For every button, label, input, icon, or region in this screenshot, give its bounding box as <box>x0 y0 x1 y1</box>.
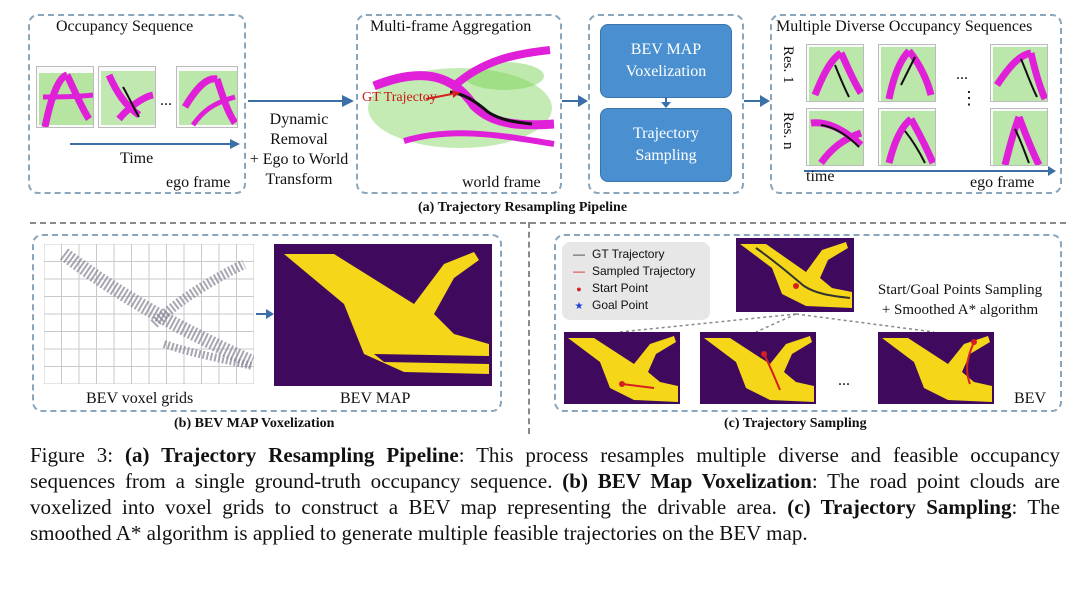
start-point-icon: ● <box>576 284 582 294</box>
occupancy-thumb-1 <box>36 66 94 128</box>
diverse-thumb-rn-3 <box>990 108 1048 166</box>
aggregated-map <box>368 46 555 148</box>
sampling-ellipsis: ... <box>838 372 850 389</box>
vertical-divider <box>528 222 530 434</box>
horizontal-divider <box>30 222 1066 224</box>
sampled-line-icon: — <box>573 264 585 278</box>
occupancy-thumb-2 <box>98 66 156 128</box>
world-frame-label: world frame <box>462 174 541 191</box>
occupancy-sequence-title: Occupancy Sequence <box>56 18 194 35</box>
diverse-time-label: time <box>806 168 835 185</box>
legend-goal-point: ★Goal Point <box>570 297 702 314</box>
diverse-ellipsis: ... <box>956 66 968 83</box>
sampling-bev-3 <box>878 332 994 404</box>
time-label: Time <box>120 150 154 167</box>
sampling-method-text: Start/Goal Points Sampling + Smoothed A*… <box>877 282 1043 318</box>
diverse-vertical-ellipsis: ⋮ <box>960 88 978 108</box>
diverse-thumb-r1-1 <box>806 44 864 102</box>
diverse-thumb-rn-2 <box>878 108 936 166</box>
figure-caption: Figure 3: (a) Trajectory Resampling Pipe… <box>30 443 1060 545</box>
diverse-sequences-panel <box>770 14 1062 194</box>
bev-map-label: BEV MAP <box>340 390 411 407</box>
arrow-to-diverse <box>744 95 770 107</box>
aggregation-title: Multi-frame Aggregation <box>370 18 532 35</box>
diverse-thumb-rn-1 <box>806 108 864 166</box>
pipeline-caption: (a) Trajectory Resampling Pipeline <box>418 200 628 215</box>
trajectory-legend: —GT Trajectory —Sampled Trajectory ●Star… <box>562 242 710 320</box>
bev-label: BEV <box>1014 390 1046 407</box>
diverse-thumb-r1-3 <box>990 44 1048 102</box>
time-arrow <box>70 139 240 149</box>
trajectory-sampling-panel <box>554 234 1062 412</box>
aggregation-panel <box>356 14 562 194</box>
gt-trajectory-label: GT Trajectoy <box>362 90 437 105</box>
process-panel <box>588 14 744 194</box>
occupancy-thumb-3 <box>176 66 238 128</box>
res-n-label: Res. n <box>780 112 796 150</box>
bev-voxel-grid <box>44 244 254 384</box>
sampling-bev-2 <box>700 332 816 404</box>
ego-frame-label: ego frame <box>166 174 231 191</box>
goal-point-icon: ★ <box>574 301 584 312</box>
res-1-label: Res. 1 <box>780 46 796 84</box>
occupancy-sequence-panel <box>28 14 246 194</box>
sampling-caption: (c) Trajectory Sampling <box>724 416 867 431</box>
sampling-bev-top <box>736 238 854 312</box>
voxelization-caption: (b) BEV MAP Voxelization <box>174 416 335 431</box>
gt-line-icon: — <box>573 247 585 261</box>
voxelization-panel <box>32 234 502 412</box>
sampling-bev-1 <box>564 332 680 404</box>
transform-arrow <box>248 95 354 107</box>
occupancy-ellipsis: ... <box>160 92 172 109</box>
diverse-thumb-r1-2 <box>878 44 936 102</box>
transform-text: Dynamic Removal + Ego to World Transform <box>249 111 349 188</box>
legend-gt-trajectory: —GT Trajectory <box>570 246 702 263</box>
legend-start-point: ●Start Point <box>570 280 702 297</box>
legend-sampled-trajectory: —Sampled Trajectory <box>570 263 702 280</box>
diverse-ego-frame-label: ego frame <box>970 174 1035 191</box>
diverse-sequences-title: Multiple Diverse Occupancy Sequences <box>776 18 1033 35</box>
process-arrow-down <box>661 98 671 108</box>
diverse-time-arrow <box>804 166 1056 176</box>
voxel-to-map-arrow <box>256 309 274 319</box>
bev-map-image <box>274 244 492 386</box>
arrow-to-process <box>562 95 588 107</box>
sampling-branch-arrows <box>619 313 935 333</box>
bev-voxel-grids-label: BEV voxel grids <box>86 390 194 407</box>
